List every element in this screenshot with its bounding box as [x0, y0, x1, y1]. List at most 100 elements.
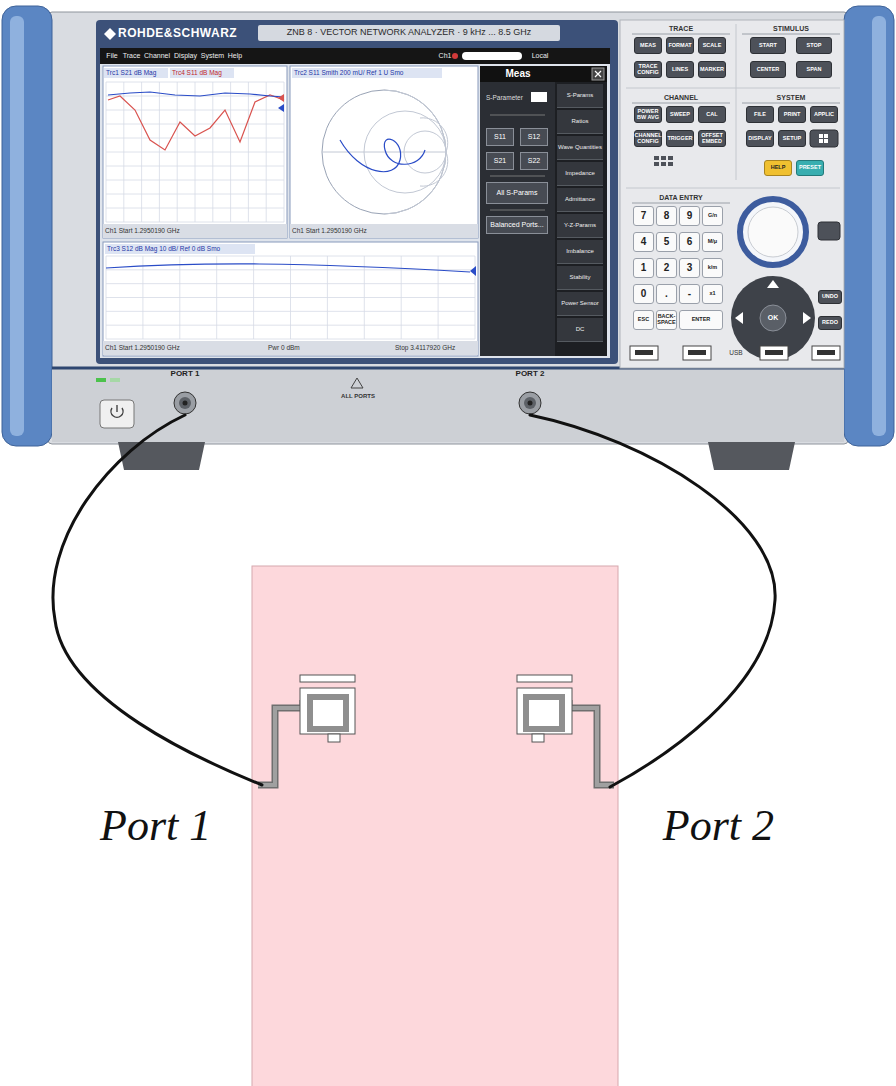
grid-line	[106, 208, 284, 209]
grid-line	[106, 166, 284, 167]
diagram-window	[290, 224, 478, 238]
instrument-body	[10, 16, 24, 436]
trace-header: Trc3 S12 dB Mag 10 dB/ Ref 0 dB Smo	[105, 244, 255, 254]
grid-line	[106, 124, 284, 125]
trace-header-text: Trc4 S11 dB Mag	[172, 70, 222, 77]
hard-key-text: CENTER	[757, 67, 780, 73]
control-panel	[630, 346, 840, 360]
port-connector: PORT 2	[503, 369, 557, 415]
menu-item: Channel	[143, 50, 171, 62]
front-strip	[351, 378, 363, 388]
screen-bezel	[96, 20, 618, 364]
softkey-tab-text: DC	[576, 326, 585, 332]
grid-line	[106, 283, 475, 284]
hard-key: DISPLAY	[746, 130, 774, 147]
softkey-tab: Impedance	[557, 162, 603, 186]
control-panel	[632, 203, 730, 204]
antenna-left	[300, 675, 355, 682]
number-key: 4	[633, 232, 654, 252]
preset-key: PRESET	[796, 160, 824, 176]
control-panel	[736, 24, 737, 180]
grid-line	[106, 222, 284, 223]
unit-key-text: ENTER	[692, 317, 711, 323]
control-panel	[824, 134, 828, 138]
softkey-tab-text: Imbalance	[566, 248, 594, 254]
board-port: Port 1	[100, 782, 262, 848]
control-panel	[683, 346, 711, 360]
channel-info: Stop 3.4117920 GHz	[395, 343, 475, 353]
menu-item-text: System	[201, 52, 224, 59]
trace-header: Trc2 S11 Smith 200 mU/ Ref 1 U Smo	[292, 68, 442, 78]
menu-item: Help	[226, 50, 244, 62]
section-heading-text: DATA ENTRY	[659, 194, 703, 201]
diagram-window	[103, 66, 478, 356]
antenna-right	[532, 734, 544, 742]
softkey-panel	[555, 66, 607, 356]
control-panel	[731, 276, 815, 360]
control-panel	[742, 34, 840, 35]
channel-info: Ch1 Start 1.2950190 GHz	[292, 226, 392, 236]
softkey-panel	[480, 66, 555, 356]
control-panel	[735, 280, 811, 356]
port-connector: PORT 1	[158, 369, 212, 415]
control-panel	[819, 134, 823, 138]
section-heading: TRACE	[632, 24, 730, 33]
diagram-window	[290, 66, 478, 238]
softkey-button-text: All S-Params	[497, 189, 538, 196]
control-panel	[626, 88, 840, 89]
section-heading: STIMULUS	[742, 24, 840, 33]
softkey-title-text: Meas	[505, 69, 530, 80]
softkey-button-text: Balanced Ports...	[490, 221, 543, 228]
softkey-tab: Ratios	[557, 110, 603, 134]
front-strip	[96, 378, 106, 382]
softkey-button: S22	[520, 152, 548, 170]
softkey-button: All S-Params	[486, 182, 548, 204]
antenna-right	[517, 675, 614, 785]
section-heading-text: TRACE	[669, 25, 693, 32]
number-key-text: .	[665, 289, 668, 300]
number-key: 1	[633, 258, 654, 278]
grid-line	[106, 194, 284, 195]
control-panel	[668, 162, 673, 166]
softkey-tab: Admittance	[557, 188, 603, 212]
front-label: ALL PORTS	[330, 391, 386, 401]
diagram-window	[103, 224, 287, 238]
hard-key: CAL	[698, 106, 726, 123]
control-panel	[819, 139, 823, 143]
hard-key-text: FORMAT	[668, 43, 691, 49]
number-key: 8	[656, 206, 677, 226]
screen-bezel	[452, 53, 458, 59]
antenna-left	[328, 734, 340, 742]
hard-key-text: START	[759, 43, 777, 49]
brand-logo: ROHDE&SCHWARZ	[118, 26, 256, 41]
instrument-body	[708, 442, 795, 470]
trace-header-text: Trc1 S21 dB Mag	[106, 70, 156, 77]
softkey-button: S11	[486, 128, 514, 146]
hard-key: REDO	[818, 316, 842, 330]
hard-key-text: UNDO	[822, 294, 838, 300]
hard-key: APPLIC	[810, 106, 838, 123]
instrument-body	[2, 6, 52, 446]
softkey-panel	[490, 176, 545, 177]
control-panel	[765, 350, 783, 355]
menu-item: Local	[528, 50, 552, 62]
control-panel	[632, 103, 730, 104]
hard-key-text: PRINT	[784, 112, 801, 118]
hard-key: FILE	[746, 106, 774, 123]
measurement-trace	[108, 95, 284, 150]
board-port: Port 2	[610, 782, 774, 848]
hard-key-text: CAL	[706, 112, 717, 118]
measurement-trace	[384, 90, 448, 214]
control-panel	[742, 103, 840, 104]
control-panel	[626, 188, 840, 189]
unit-key: x1	[702, 284, 723, 304]
menu-item: File	[104, 50, 120, 62]
unit-key-text: M/μ	[708, 239, 717, 245]
softkey-panel	[480, 66, 607, 82]
hard-key: STOP	[796, 37, 832, 54]
softkey-button-text: S22	[528, 157, 540, 164]
test-board	[252, 566, 618, 1086]
port-connector-label: PORT 1	[171, 369, 200, 379]
trace-header: Trc1 S21 dB Mag	[104, 68, 168, 78]
